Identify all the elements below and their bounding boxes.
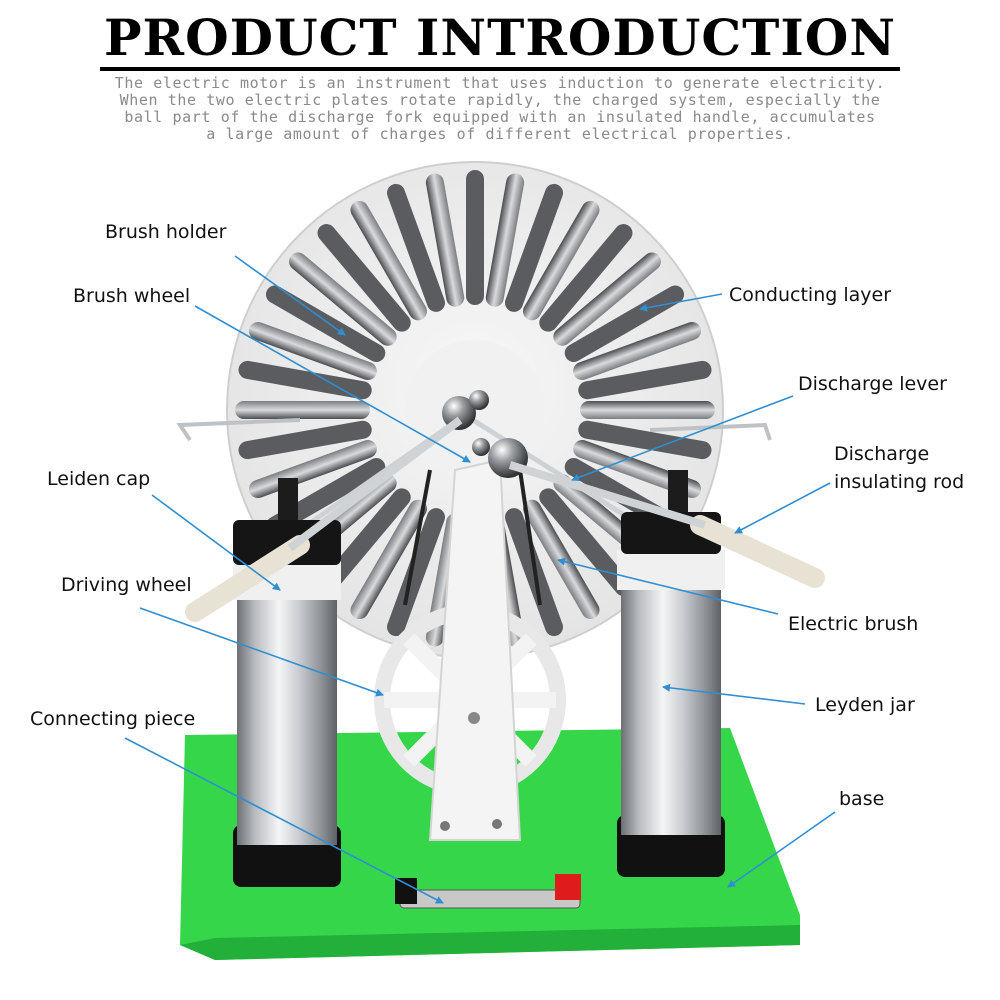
intro-line: a large amount of charges of different e… (206, 125, 794, 143)
conducting-sector (350, 499, 428, 620)
intro-line: The electric motor is an instrument that… (114, 74, 886, 92)
label-brush-holder: Brush holder (105, 221, 227, 243)
callout-leyden-jar (662, 683, 806, 705)
intro-paragraph: The electric motor is an instrument that… (95, 75, 905, 143)
support-screw (492, 819, 502, 829)
callout-brush-wheel (194, 305, 471, 463)
conducting-sector (564, 285, 685, 362)
conducting-sector (350, 200, 427, 321)
base-plate-edge (180, 925, 800, 960)
callout-connecting-piece (124, 737, 444, 904)
connecting-piece (399, 889, 581, 909)
brush-wheel-ball (469, 390, 489, 410)
conducting-sector (238, 360, 372, 400)
conducting-sector (578, 420, 712, 460)
brush-holder-rod (176, 418, 772, 442)
right-discharge-lever (508, 461, 707, 529)
callout-base (727, 811, 836, 888)
callout-driving-wheel (139, 607, 384, 697)
right-jar-body (621, 585, 721, 835)
callout-conducting-layer (639, 293, 723, 312)
conducting-sector (386, 183, 446, 312)
conducting-sector (485, 173, 525, 307)
intro-line: When the two electric plates rotate rapi… (119, 91, 881, 109)
conducting-sector (235, 401, 370, 419)
right-jar-insulator (617, 550, 725, 590)
conducting-sector (580, 401, 715, 419)
left-cap-post (278, 478, 298, 520)
conducting-sector (248, 321, 377, 381)
left-discharge-lever (287, 416, 463, 552)
center-support (428, 458, 522, 841)
terminal-red (555, 874, 581, 900)
label-discharge-lever: Discharge lever (798, 373, 947, 395)
conducting-sector (504, 183, 564, 312)
label-driving-wheel: Driving wheel (61, 574, 192, 596)
conducting-sector (265, 285, 386, 363)
label-conducting-layer: Conducting layer (729, 284, 892, 306)
conducting-sector (238, 420, 372, 460)
callout-insulating-rod (734, 482, 831, 534)
label-connecting-piece: Connecting piece (30, 708, 196, 730)
label-leyden-jar: Leyden jar (815, 694, 915, 716)
label-base: base (839, 788, 885, 810)
support-screw (468, 712, 480, 724)
drive-belt (403, 469, 542, 606)
conducting-sector (523, 200, 600, 321)
left-insulating-rod (185, 535, 310, 622)
callout-brush-holder (234, 255, 346, 336)
conducting-sector (573, 321, 702, 381)
right-cap-post (668, 470, 688, 512)
conducting-sector (289, 252, 397, 346)
callout-lines (124, 255, 836, 904)
conducting-sector (578, 360, 712, 400)
right-insulating-rod (690, 515, 825, 588)
conducting-sector (539, 224, 633, 332)
label-brush-wheel: Brush wheel (73, 285, 191, 307)
conducting-sector (386, 508, 446, 637)
conducting-sector (425, 173, 465, 307)
conducting-sector (539, 488, 633, 596)
conducting-sector (317, 224, 411, 332)
conducting-sector (553, 252, 661, 346)
label-discharge-line1: Discharge (834, 443, 930, 465)
support-screw (440, 821, 450, 831)
label-discharge-line2: insulating rod (834, 471, 965, 493)
callout-electric-brush (557, 557, 779, 615)
callout-discharge-lever (571, 395, 794, 482)
page-title: PRODUCT INTRODUCTION (0, 8, 1000, 71)
intro-line: ball part of the discharge fork equipped… (124, 108, 876, 126)
label-discharge-insulating-rod: Discharge insulating rod (834, 441, 964, 495)
brush-wheel-ball (442, 396, 476, 430)
terminal-black (395, 878, 417, 904)
callout-leiden-cap (151, 494, 281, 591)
left-jar-body (237, 590, 337, 845)
brush-wheel-ball (472, 438, 490, 456)
label-electric-brush: Electric brush (788, 613, 919, 635)
conducting-sector (466, 170, 484, 305)
page-title-text: PRODUCT INTRODUCTION (99, 8, 901, 71)
label-leiden-cap: Leiden cap (47, 468, 151, 490)
